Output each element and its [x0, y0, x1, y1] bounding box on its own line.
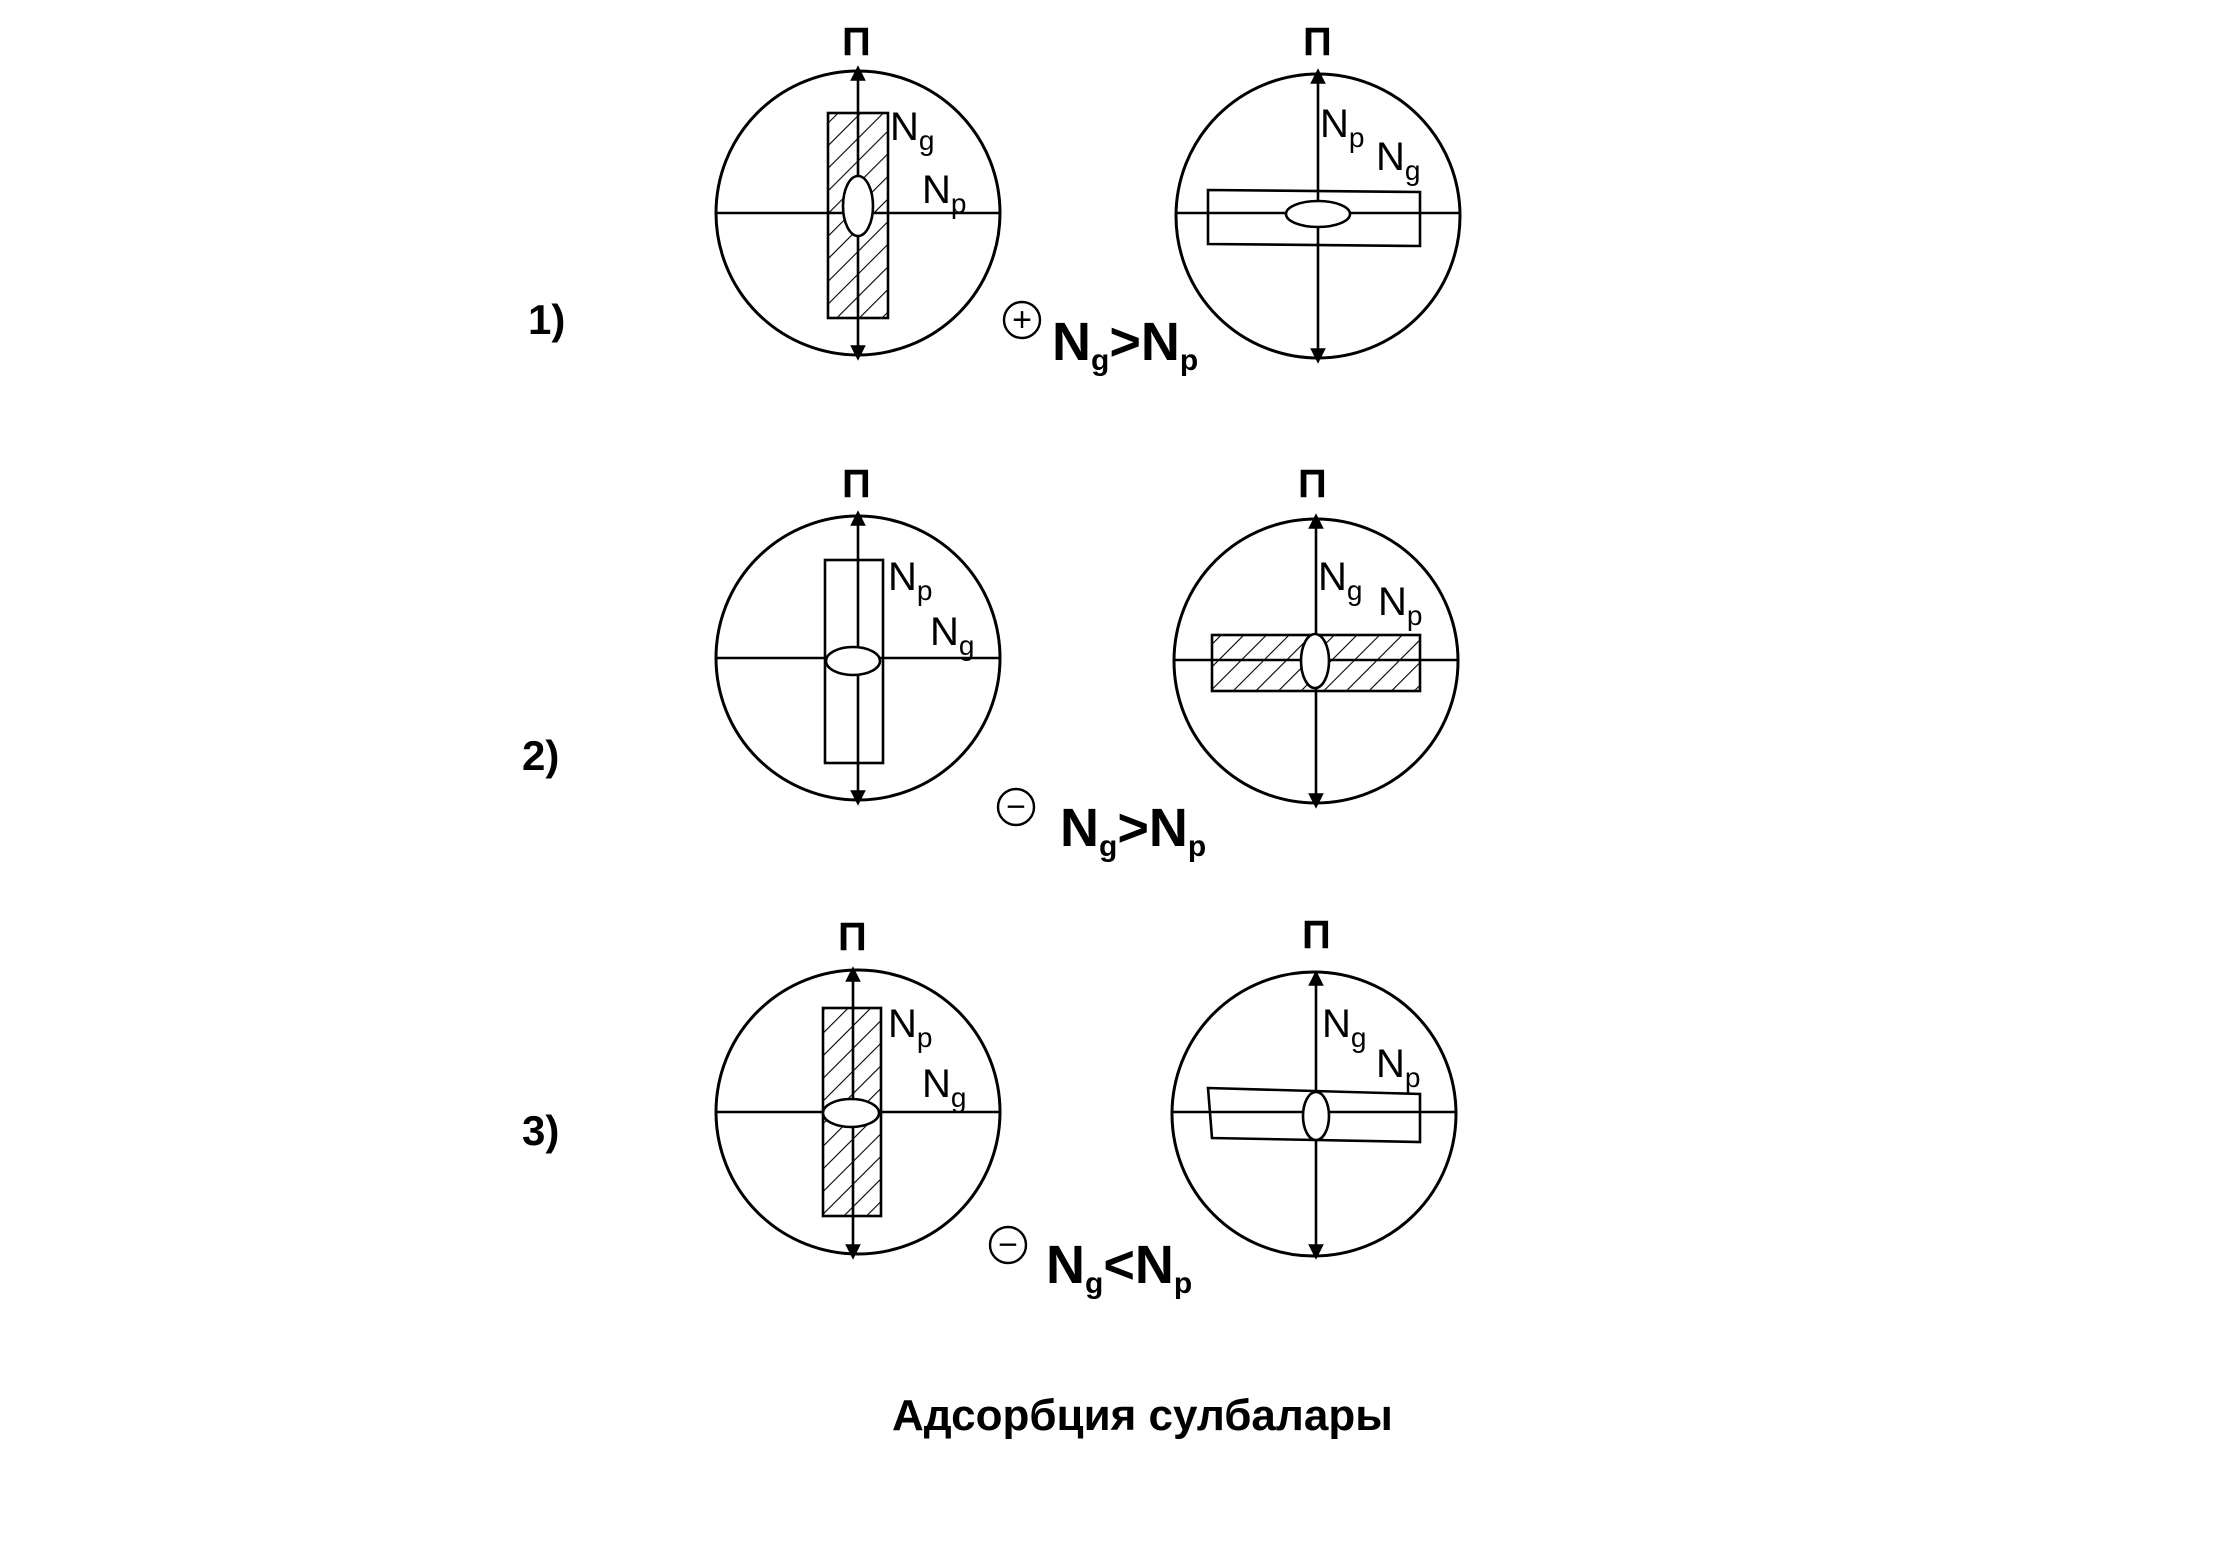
sign-circle — [996, 787, 1036, 827]
row1-left-figure: П Ng Np — [714, 20, 1002, 361]
indicatrix-ellipse — [824, 645, 882, 677]
indicatrix-ellipse — [1284, 199, 1352, 229]
axis-label-ng: Ng — [1318, 555, 1362, 606]
axis-label-np: Np — [1320, 102, 1364, 153]
polarizer-label: П — [1302, 913, 1331, 957]
indicatrix-ellipse — [841, 174, 875, 238]
row3-left-figure: П Np Ng — [714, 915, 1002, 1260]
sign-plus-icon: + — [1012, 301, 1032, 339]
polarizer-label: П — [842, 20, 871, 64]
row3-right-figure: П Ng Np — [1170, 913, 1458, 1260]
axis-label-ng: Ng — [1376, 135, 1420, 186]
sign-minus-icon: − — [1006, 788, 1026, 826]
indicatrix-ellipse — [1301, 1090, 1331, 1142]
polarizer-label: П — [1303, 20, 1332, 64]
row2-right-figure: П Ng Np — [1172, 462, 1460, 809]
axis-label-np: Np — [888, 555, 932, 606]
axis-label-ng: Ng — [922, 1062, 966, 1113]
axis-label-ng: Ng — [1322, 1002, 1366, 1053]
row-label-3: 3) — [522, 1107, 559, 1154]
indicatrix-ellipse — [821, 1097, 881, 1129]
sign-circle — [1002, 300, 1042, 340]
axis-label-np: Np — [888, 1002, 932, 1053]
row-label-2: 2) — [522, 732, 559, 779]
sign-circle — [988, 1225, 1028, 1265]
indicatrix-ellipse — [1299, 632, 1331, 690]
relation-text: Ng>Np — [1060, 798, 1206, 863]
axis-label-ng: Ng — [890, 105, 934, 156]
axis-label-np: Np — [1378, 580, 1422, 631]
row3-relation: − Ng<Np — [988, 1225, 1192, 1300]
row2-left-figure: П Np Ng — [714, 462, 1002, 806]
polarizer-label: П — [842, 462, 871, 506]
polarizer-label: П — [838, 915, 867, 959]
relation-text: Ng>Np — [1052, 312, 1198, 377]
axis-label-ng: Ng — [930, 610, 974, 661]
axis-label-np: Np — [1376, 1042, 1420, 1093]
sign-minus-icon: − — [998, 1226, 1018, 1264]
relation-text: Ng<Np — [1046, 1235, 1192, 1300]
axis-label-np: Np — [922, 168, 966, 219]
polarizer-label: П — [1298, 462, 1327, 506]
row-label-1: 1) — [528, 296, 565, 343]
row1-right-figure: П Np Ng — [1174, 20, 1462, 364]
crystal-plain — [1206, 1086, 1422, 1144]
diagram-caption: Адсорбция сулбалары — [892, 1391, 1393, 1440]
row2-relation: − Ng>Np — [996, 787, 1206, 863]
crystal-plain — [1206, 188, 1422, 248]
row1-relation: + Ng>Np — [1002, 300, 1198, 377]
